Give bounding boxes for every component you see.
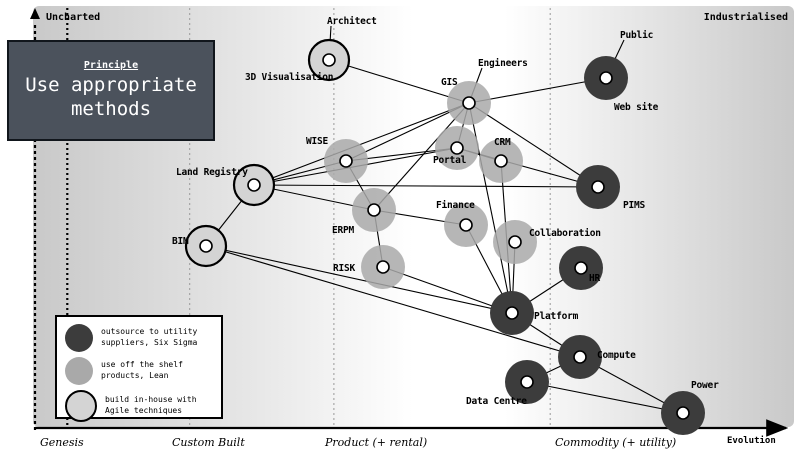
edge-3d-visualisation-to-gis bbox=[328, 59, 470, 104]
node-label-portal: Portal bbox=[433, 155, 467, 166]
node-power[interactable] bbox=[676, 406, 690, 420]
annotation-label-public: Public bbox=[620, 30, 654, 41]
principle-text: Use appropriate methods bbox=[25, 73, 197, 120]
edge-gis-to-pims bbox=[468, 102, 599, 188]
node-hr[interactable] bbox=[574, 261, 588, 275]
node-label-web-site: Web site bbox=[614, 102, 659, 113]
edge-gis-to-erpm bbox=[373, 102, 470, 211]
legend-swatch-1 bbox=[65, 357, 93, 385]
legend-row-0: outsource to utility suppliers, Six Sigm… bbox=[65, 324, 215, 352]
node-label-finance: Finance bbox=[436, 200, 475, 211]
principle-callout: Principle Use appropriate methods bbox=[7, 40, 215, 141]
edge-data-centre-to-power bbox=[526, 381, 684, 414]
node-label-3d-visualisation: 3D Visualisation bbox=[245, 72, 334, 83]
node-label-power: Power bbox=[691, 380, 719, 391]
legend-box: outsource to utility suppliers, Six Sigm… bbox=[55, 315, 223, 422]
edge-land-registry-to-gis bbox=[253, 102, 470, 186]
node-label-crm: CRM bbox=[494, 137, 511, 148]
legend-row-1: use off the shelf products, Lean bbox=[65, 357, 215, 385]
node-web-site[interactable] bbox=[599, 71, 613, 85]
node-risk[interactable] bbox=[376, 260, 390, 274]
map-nodes bbox=[184, 38, 705, 435]
node-label-wise: WISE bbox=[306, 136, 329, 147]
node-label-data-centre: Data Centre bbox=[466, 396, 527, 407]
edge-wise-to-gis bbox=[345, 102, 470, 162]
edge-risk-to-platform bbox=[382, 266, 513, 314]
x-stage-label-2: Product (+ rental) bbox=[325, 436, 428, 449]
legend-row-2: build in-house with Agile techniques bbox=[65, 390, 215, 422]
node-label-bim: BIM bbox=[172, 236, 189, 247]
x-stage-label-1: Custom Built bbox=[172, 436, 245, 449]
node-finance[interactable] bbox=[459, 218, 473, 232]
node-gis[interactable] bbox=[462, 96, 476, 110]
node-erpm[interactable] bbox=[367, 203, 381, 217]
zone-label-uncharted: Uncharted bbox=[46, 12, 101, 23]
node-label-land-registry: Land Registry bbox=[176, 167, 248, 178]
node-wise[interactable] bbox=[339, 154, 353, 168]
annotation-label-engineers: Engineers bbox=[478, 58, 528, 69]
edge-bim-to-compute bbox=[205, 245, 581, 358]
edge-land-registry-to-pims bbox=[253, 184, 599, 188]
node-3d-visualisation[interactable] bbox=[322, 53, 336, 67]
node-bim[interactable] bbox=[199, 239, 213, 253]
node-compute[interactable] bbox=[573, 350, 587, 364]
y-axis-arrow bbox=[30, 8, 40, 19]
principle-kicker: Principle bbox=[83, 59, 139, 71]
node-label-erpm: ERPM bbox=[332, 225, 355, 236]
node-portal[interactable] bbox=[450, 141, 464, 155]
legend-text-1: use off the shelf products, Lean bbox=[101, 360, 183, 380]
edge-bim-to-platform bbox=[205, 245, 513, 314]
annotation-label-architect: Architect bbox=[327, 16, 377, 27]
node-land-registry[interactable] bbox=[247, 178, 261, 192]
node-data-centre[interactable] bbox=[520, 375, 534, 389]
node-label-gis: GIS bbox=[441, 77, 458, 88]
node-label-pims: PIMS bbox=[623, 200, 646, 211]
legend-text-2: build in-house with Agile techniques bbox=[105, 395, 197, 415]
node-label-collaboration: Collaboration bbox=[529, 228, 601, 239]
x-axis-label: Evolution bbox=[727, 436, 776, 446]
x-stage-label-0: Genesis bbox=[40, 436, 84, 449]
node-label-platform: Platform bbox=[534, 311, 579, 322]
node-collaboration[interactable] bbox=[508, 235, 522, 249]
node-pims[interactable] bbox=[591, 180, 605, 194]
legend-swatch-2 bbox=[65, 390, 97, 422]
node-label-compute: Compute bbox=[597, 350, 636, 361]
node-label-risk: RISK bbox=[333, 263, 356, 274]
node-label-hr: HR bbox=[589, 273, 601, 284]
node-crm[interactable] bbox=[494, 154, 508, 168]
edge-gis-to-web-site bbox=[468, 77, 607, 104]
zone-label-industrialised: Industrialised bbox=[703, 12, 788, 23]
legend-swatch-0 bbox=[65, 324, 93, 352]
node-platform[interactable] bbox=[505, 306, 519, 320]
legend-text-0: outsource to utility suppliers, Six Sigm… bbox=[101, 327, 198, 347]
x-stage-label-3: Commodity (+ utility) bbox=[555, 436, 677, 449]
